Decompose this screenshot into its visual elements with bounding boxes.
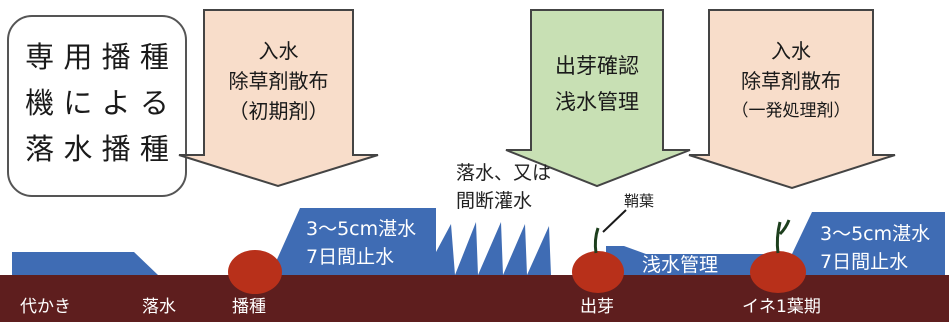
- callout-text-initial-herbicide: 入水 除草剤散布 （初期剤）: [204, 36, 353, 126]
- coleoptile-label: 鞘葉: [624, 192, 655, 210]
- shallow-water-layer: [606, 246, 792, 275]
- method-box-line: 落 水 播 種: [25, 132, 169, 166]
- intermittent-irrigation-water: [455, 222, 551, 275]
- puddling-water-layer: [12, 252, 158, 275]
- coleoptile-pointer: [602, 209, 627, 233]
- callout-line: （一発処理剤）: [731, 101, 851, 121]
- callout-line: 入水: [258, 39, 299, 63]
- method-box-line: 専 用 播 種: [25, 40, 169, 74]
- seed-sowing: [228, 250, 282, 294]
- flooded-water-layer-1: [270, 208, 455, 275]
- coleoptile-sprout: [593, 227, 600, 254]
- callout-line: 出芽確認: [555, 54, 639, 78]
- callout-line: 浅水管理: [555, 90, 639, 114]
- seed-first-leaf: [750, 251, 806, 293]
- first-leaf-sprout: [775, 219, 791, 254]
- seed-emergence: [572, 251, 624, 293]
- stage-drain: 落水: [142, 297, 176, 317]
- callout-line: 入水: [771, 39, 811, 63]
- callout-line: 除草剤散布: [741, 69, 841, 93]
- flood-depth-label-1: 3～5cm湛水: [306, 218, 417, 240]
- drain-label-line2: 間断灌水: [456, 190, 533, 212]
- callout-line: 除草剤散布: [228, 69, 329, 93]
- stage-first-leaf: イネ1葉期: [742, 297, 821, 317]
- callout-text-emergence-check: 出芽確認 浅水管理: [531, 48, 663, 120]
- flood-depth-label-2: 3～5cm湛水: [820, 223, 931, 245]
- method-box: [7, 15, 187, 197]
- callout-arrow-initial-herbicide: [178, 9, 379, 188]
- drain-label-line1: 落水、又は: [456, 162, 552, 184]
- stage-puddling: 代かき: [20, 297, 71, 317]
- shallow-water-label: 浅水管理: [642, 254, 719, 276]
- method-box-text: 専 用 播 種 機 に よ る 落 水 播 種: [8, 34, 186, 172]
- callout-line: （初期剤）: [228, 99, 329, 123]
- flood-hold-label-1: 7日間止水: [306, 246, 395, 268]
- callout-arrow-emergence-check: [505, 9, 691, 188]
- callout-text-one-shot-herbicide: 入水 除草剤散布 （一発処理剤）: [709, 36, 873, 126]
- stage-sowing: 播種: [232, 297, 266, 317]
- method-box-line: 機 に よ る: [25, 86, 169, 120]
- callout-arrow-one-shot-herbicide: [688, 9, 896, 190]
- flood-hold-label-2: 7日間止水: [820, 251, 909, 273]
- stage-emergence: 出芽: [580, 297, 614, 317]
- flooded-water-layer-2: [792, 212, 945, 275]
